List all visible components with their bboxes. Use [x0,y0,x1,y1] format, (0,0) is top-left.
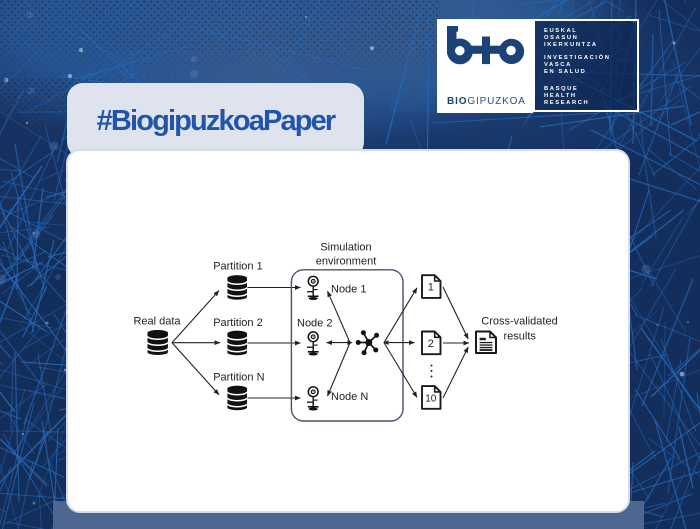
svg-text:results: results [503,331,536,343]
svg-text:Simulation: Simulation [320,242,371,254]
svg-text:Node N: Node N [331,391,368,403]
svg-text:10: 10 [425,393,437,404]
svg-text:Node 1: Node 1 [331,283,366,295]
svg-text:environment: environment [316,256,377,268]
svg-text:Partition 2: Partition 2 [213,317,263,329]
svg-text:Node 2: Node 2 [297,318,332,330]
svg-text:Cross-validated: Cross-validated [481,315,557,327]
svg-text:Real data: Real data [133,316,181,328]
svg-text:1: 1 [428,282,434,294]
svg-text:Partition N: Partition N [213,372,264,384]
svg-text:Partition 1: Partition 1 [213,261,263,273]
svg-text:2: 2 [428,338,434,350]
